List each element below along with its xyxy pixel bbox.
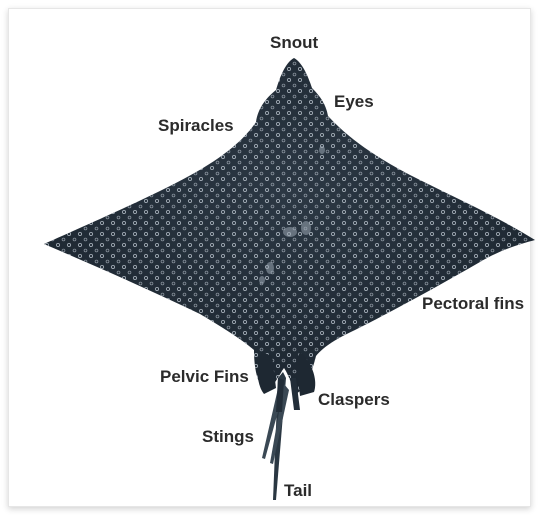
label-stings: Stings <box>202 428 254 445</box>
label-spiracles: Spiracles <box>158 117 234 134</box>
body-spots <box>44 58 535 394</box>
label-pelvic-fins: Pelvic Fins <box>160 368 249 385</box>
label-claspers: Claspers <box>318 391 390 408</box>
label-snout: Snout <box>270 34 318 51</box>
label-eyes: Eyes <box>334 93 374 110</box>
label-tail: Tail <box>284 482 312 499</box>
label-pectoral-fins: Pectoral fins <box>422 295 524 312</box>
ray-body <box>44 58 535 412</box>
